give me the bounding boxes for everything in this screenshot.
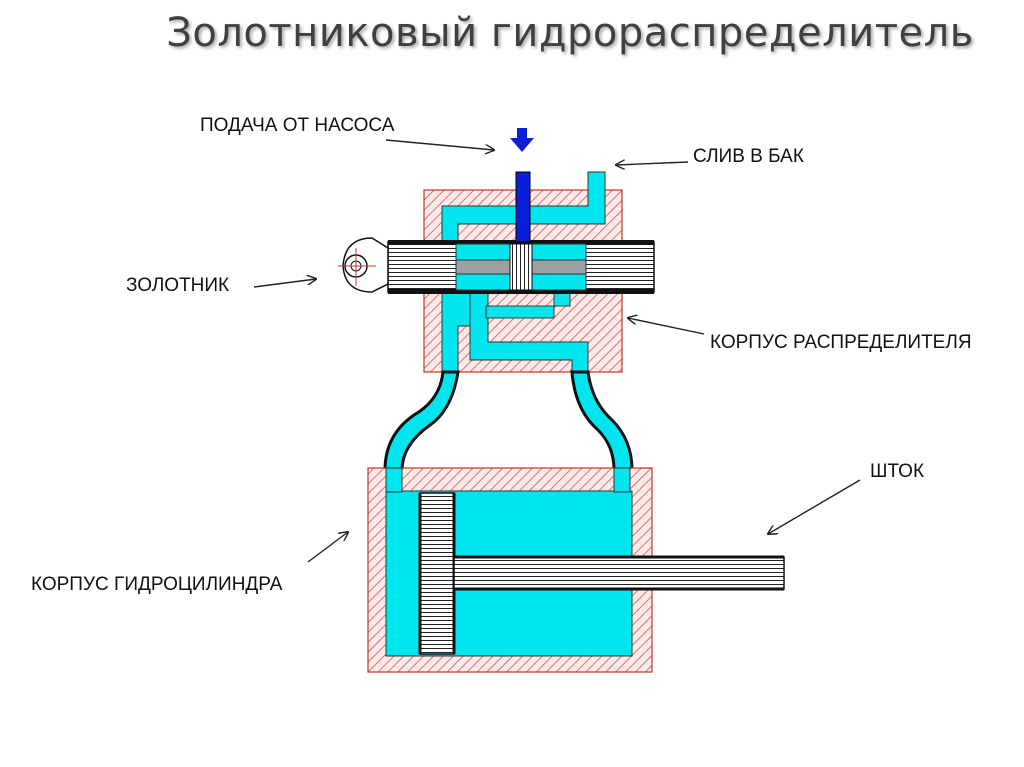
spool xyxy=(338,237,655,294)
hoses xyxy=(383,370,634,472)
label-valve-body: КОРПУС РАСПРЕДЕЛИТЕЛЯ xyxy=(710,332,972,353)
label-supply: ПОДАЧА ОТ НАСОСА xyxy=(200,115,395,136)
label-rod: ШТОК xyxy=(870,461,924,482)
supply-arrow-icon xyxy=(510,128,534,152)
leader-lines xyxy=(253,139,861,563)
piston xyxy=(418,492,456,655)
page-title: Золотниковый гидрораспределитель xyxy=(166,10,974,56)
rod xyxy=(453,555,785,591)
label-drain: СЛИВ В БАК xyxy=(693,146,804,167)
label-cylinder-body: КОРПУС ГИДРОЦИЛИНДРА xyxy=(31,574,283,595)
supply-inlet xyxy=(515,171,531,243)
label-spool: ЗОЛОТНИК xyxy=(126,275,229,296)
